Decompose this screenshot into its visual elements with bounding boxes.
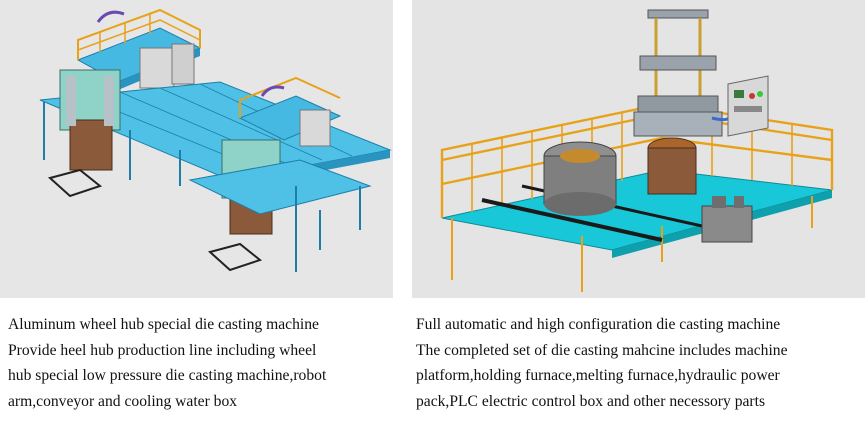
die-casting-machine-image (412, 0, 865, 298)
left-caption-line-4: arm,conveyor and cooling water box (8, 392, 238, 410)
wheel-hub-line-image (0, 0, 393, 298)
right-caption-line-2: The completed set of die casting mahcine… (416, 341, 788, 359)
right-caption-line-3: platform,holding furnace,melting furnace… (416, 367, 780, 384)
left-caption-line-1: Aluminum wheel hub special die casting m… (8, 316, 319, 333)
left-caption-line-3: hub special low pressure die casting mac… (8, 367, 327, 384)
left-caption-line-2: Provide heel hub production line includi… (8, 341, 317, 359)
right-caption-line-1: Full automatic and high configuration di… (416, 316, 781, 333)
left-caption: Aluminum wheel hub special die casting m… (8, 312, 393, 414)
right-caption-line-4: pack,PLC electric control box and other … (416, 392, 766, 410)
right-caption: Full automatic and high configuration di… (416, 312, 865, 414)
